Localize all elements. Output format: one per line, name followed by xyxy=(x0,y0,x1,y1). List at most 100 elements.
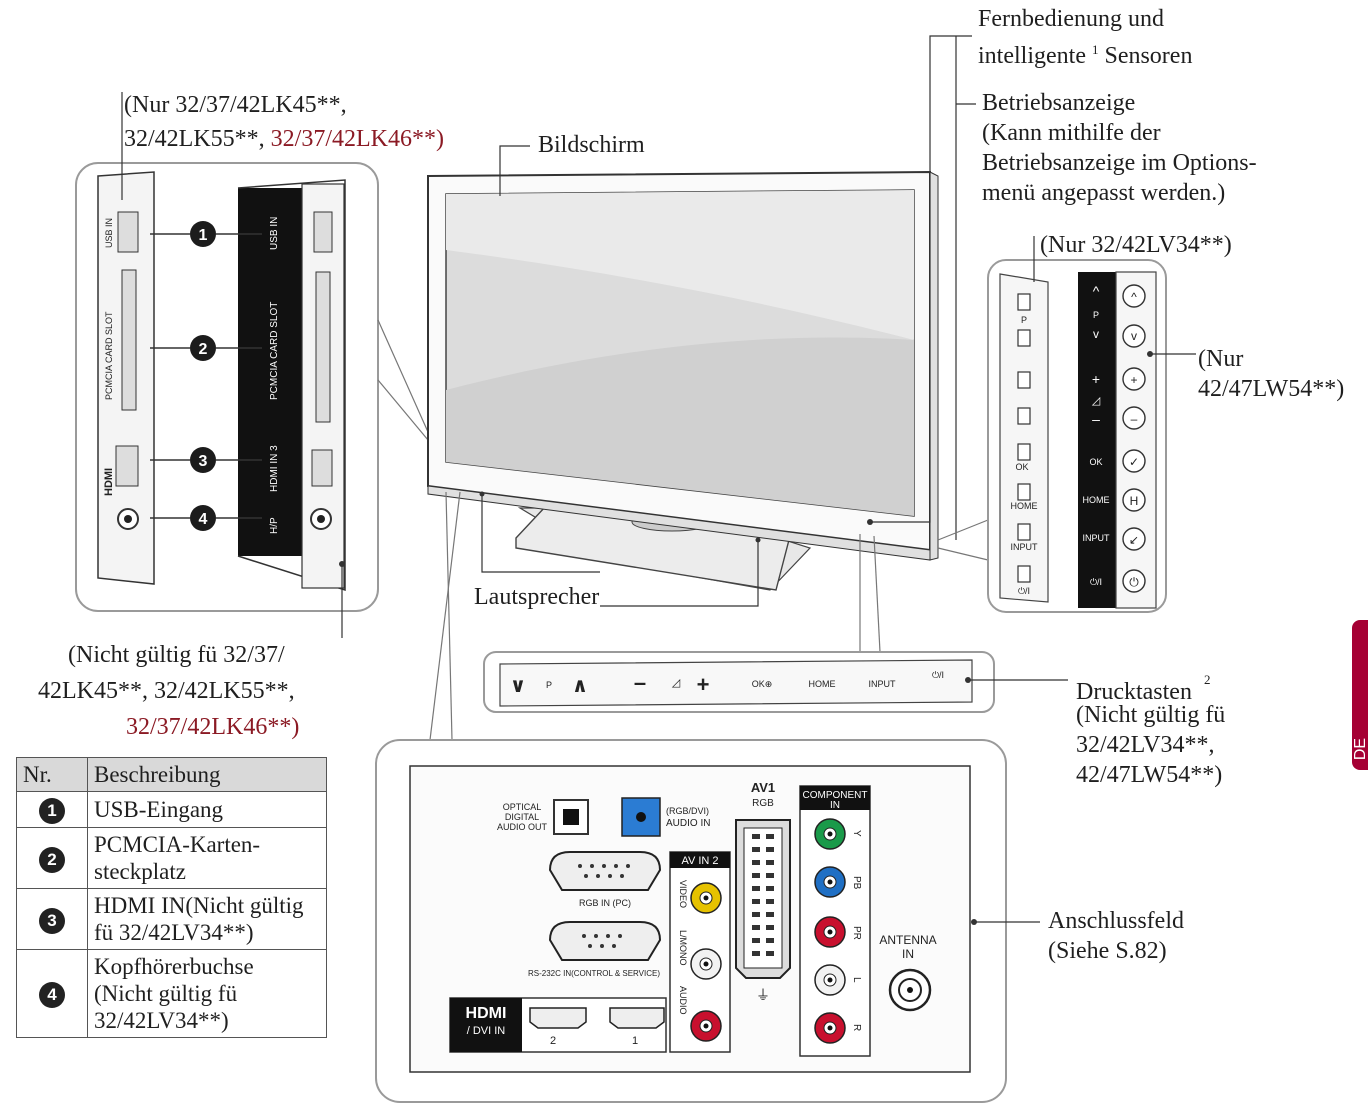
ch-up-icon: ^ xyxy=(1131,290,1137,304)
input-arrow-icon: ↙ xyxy=(1129,533,1139,547)
scart-pin xyxy=(752,938,760,943)
legend-description-line: 32/42LV34**) xyxy=(94,1008,229,1033)
component-label-1: COMPONENT xyxy=(803,790,868,801)
scart-pin xyxy=(766,834,774,839)
side-left-home: HOME xyxy=(1011,501,1038,511)
front-volume-icon: ◿ xyxy=(672,677,681,689)
front-keys-detail: ∨ P ∧ – ◿ + OK⊕ HOME INPUT ⏻/I xyxy=(483,651,1068,713)
power-indicator-label-3: Betriebsanzeige im Options- xyxy=(982,150,1257,176)
side-black-p: P xyxy=(1093,310,1099,320)
legend-header-desc: Beschreibung xyxy=(87,757,327,792)
remote-sensor-label-2: intelligente 1 Sensoren xyxy=(978,42,1193,69)
side-left-p: P xyxy=(1021,315,1027,325)
scart-pin xyxy=(752,886,760,891)
scart-pin xyxy=(766,938,774,943)
side-black-ok: OK xyxy=(1089,457,1102,467)
ok-check-icon: ✓ xyxy=(1129,455,1139,469)
component-label-2: IN xyxy=(830,800,840,811)
optical-label-3: AUDIO OUT xyxy=(497,822,548,832)
legend-number-cell: 2 xyxy=(16,827,88,889)
scart-pin xyxy=(752,860,760,865)
speaker-label: Lautsprecher xyxy=(474,584,600,610)
up-arrow-icon: ^ xyxy=(1093,283,1100,299)
scart-pin xyxy=(752,873,760,878)
only-lk-label-1: (Nur 32/37/42LK45**, xyxy=(124,92,347,118)
legend-header-row: Nr. Beschreibung xyxy=(16,757,327,792)
language-side-tab: DE xyxy=(1352,620,1368,770)
not-valid-lk-label-1: (Nicht gültig fü 32/37/ xyxy=(68,642,285,668)
callout-4: 4 xyxy=(190,505,216,531)
front-key-ok: OK⊕ xyxy=(752,679,773,689)
scart-pin xyxy=(766,899,774,904)
side-black-input: INPUT xyxy=(1083,533,1111,543)
front-ch-down-icon: ∨ xyxy=(510,675,526,697)
push-buttons-label-2: (Nicht gültig fü xyxy=(1076,702,1226,728)
av2-video-label: VIDEO xyxy=(678,880,688,908)
side-left-input: INPUT xyxy=(1011,542,1039,552)
scart-pin xyxy=(752,834,760,839)
legend-number-cell: 3 xyxy=(16,888,88,950)
av1-rgb-label: RGB xyxy=(752,798,774,809)
power-indicator-label-2: (Kann mithilfe der xyxy=(982,120,1161,146)
scart-pin xyxy=(752,847,760,852)
hdmi-port-1-label: 1 xyxy=(632,1035,638,1047)
front-key-power: ⏻/I xyxy=(932,670,944,680)
hp-label-black: H/P xyxy=(269,517,280,534)
optical-label-1: OPTICAL xyxy=(503,802,542,812)
legend-description-line: HDMI IN(Nicht gültig xyxy=(94,893,304,918)
component-l-label: L xyxy=(851,977,862,983)
volume-icon: ◿ xyxy=(1092,395,1101,407)
component-pb-label: PB xyxy=(851,876,862,890)
power-icon: ⏻ xyxy=(1129,575,1139,589)
scart-pin xyxy=(752,925,760,930)
rear-dvi-label: / DVI IN xyxy=(467,1025,506,1037)
av-in2-label: AV IN 2 xyxy=(681,855,718,867)
component-l-jack xyxy=(814,964,846,996)
legend-description-cell: PCMCIA-Karten-steckplatz xyxy=(87,827,327,889)
component-r-label: R xyxy=(851,1024,862,1031)
svg-text:2: 2 xyxy=(199,341,208,358)
legend-description-cell: USB-Eingang xyxy=(87,791,327,828)
connection-panel-label-1: Anschlussfeld xyxy=(1048,908,1184,934)
scart-pin xyxy=(752,899,760,904)
rgb-audio-label-1: (RGB/DVI) xyxy=(666,806,709,816)
screen-label: Bildschirm xyxy=(538,132,645,158)
side-black-power: ⏻/I xyxy=(1090,577,1102,587)
scart-pin xyxy=(766,951,774,956)
plus-icon: + xyxy=(1092,371,1100,387)
rear-hdmi-logo: HDMI xyxy=(466,1005,507,1022)
down-arrow-icon: v xyxy=(1093,327,1099,341)
pcmcia-label-left: PCMCIA CARD SLOT xyxy=(104,311,114,400)
antenna-label-1: ANTENNA xyxy=(879,933,936,947)
legend-description-line: USB-Eingang xyxy=(94,797,224,822)
svg-text:1: 1 xyxy=(199,227,208,244)
optical-label-2: DIGITAL xyxy=(505,812,539,822)
front-plus-icon: + xyxy=(697,672,710,697)
vol-plus-icon: + xyxy=(1130,373,1137,387)
scart-pin xyxy=(752,912,760,917)
legend-number-badge: 3 xyxy=(39,907,65,934)
front-key-p: P xyxy=(546,680,552,690)
usb-label-left: USB IN xyxy=(104,218,114,248)
rgb-pc-label: RGB IN (PC) xyxy=(579,898,631,908)
push-buttons-label-3: 32/42LV34**, xyxy=(1076,732,1215,758)
svg-text:3: 3 xyxy=(199,453,208,470)
component-pb-jack xyxy=(814,866,846,898)
power-indicator-label-4: menü angepasst werden.) xyxy=(982,180,1226,206)
side-black-home: HOME xyxy=(1083,495,1110,505)
legend-header-nr: Nr. xyxy=(16,757,88,792)
component-pr-jack xyxy=(814,916,846,948)
front-key-input: INPUT xyxy=(869,679,897,689)
not-valid-lk-label-2: 42LK45**, 32/42LK55**, xyxy=(38,678,295,704)
scart-pin xyxy=(752,951,760,956)
av2-audio-label: AUDIO xyxy=(678,986,688,1015)
callout-3: 3 xyxy=(190,447,216,473)
legend-number-cell: 4 xyxy=(16,949,88,1038)
push-buttons-label-1: Drucktasten 2 xyxy=(1076,672,1211,705)
home-h-icon: H xyxy=(1130,494,1139,508)
vol-minus-icon: – xyxy=(1131,412,1138,426)
component-y-label: Y xyxy=(851,830,862,837)
